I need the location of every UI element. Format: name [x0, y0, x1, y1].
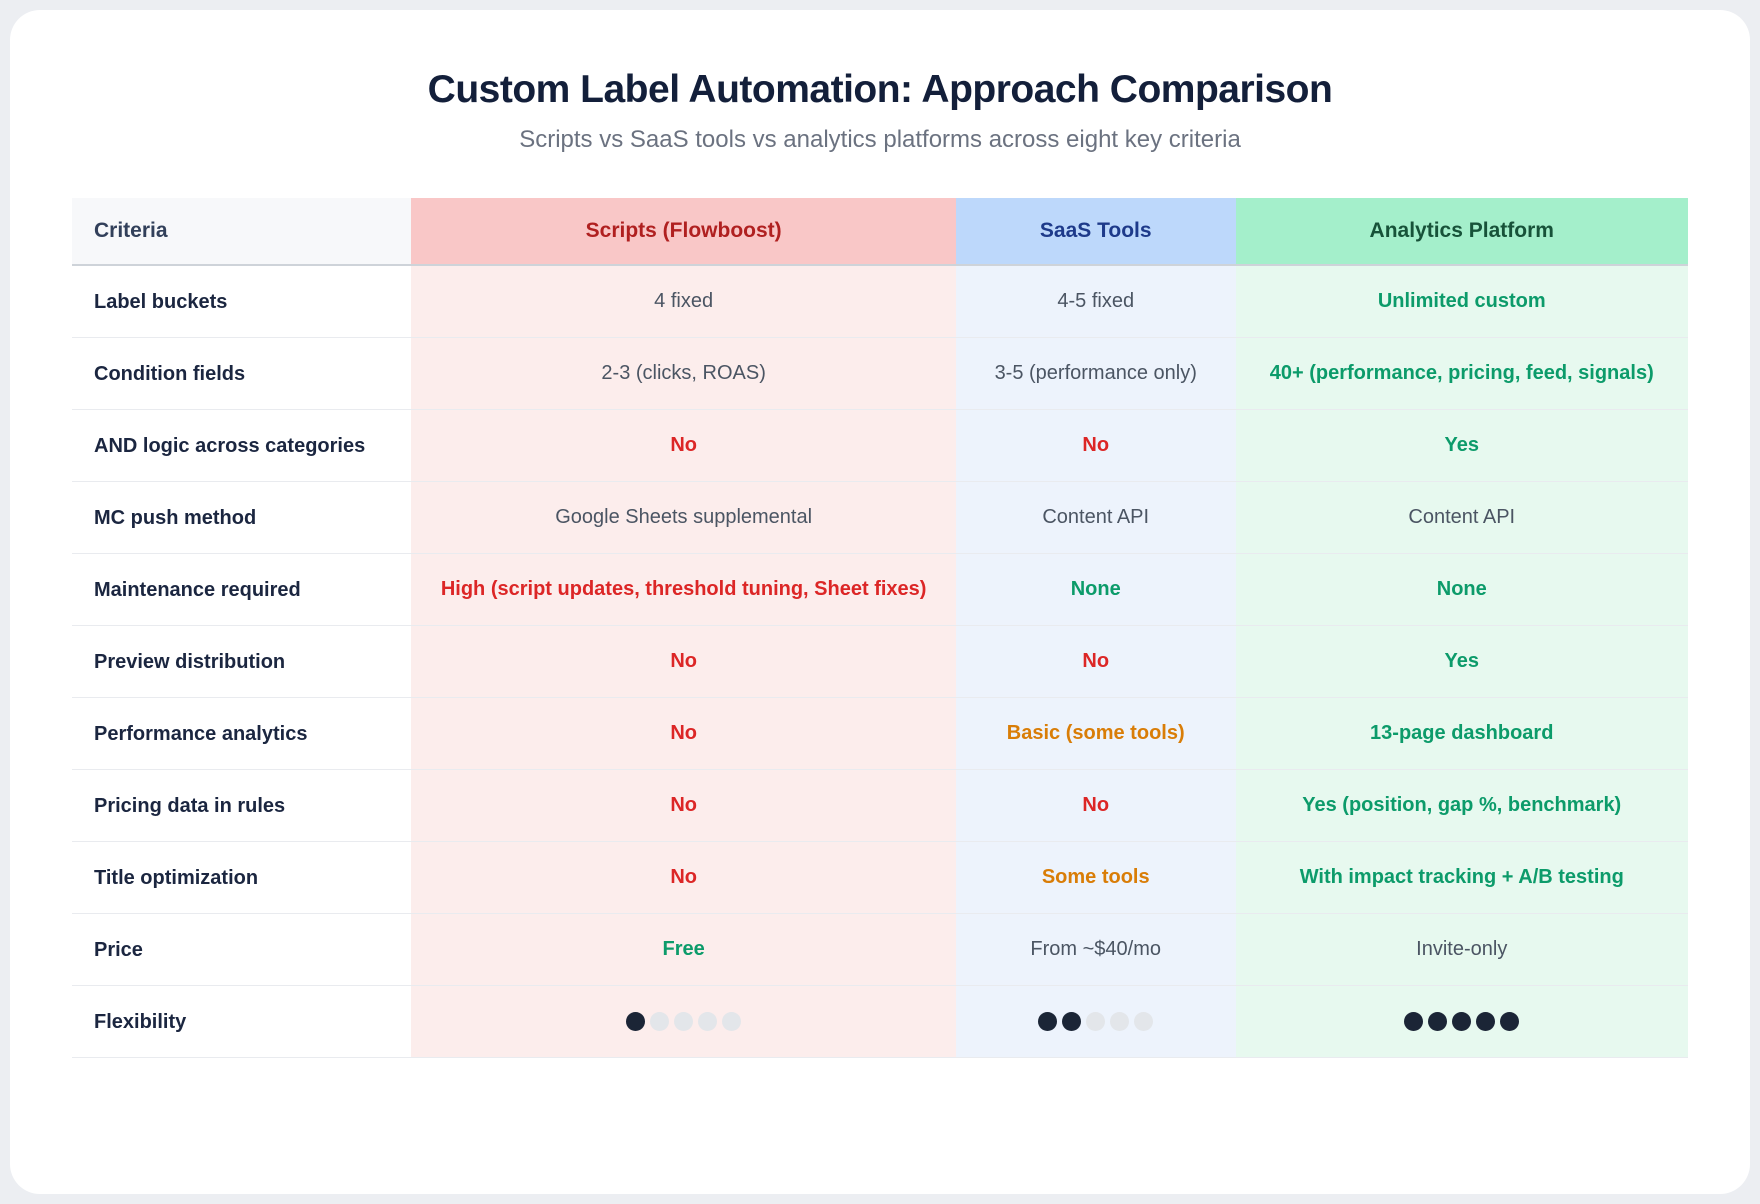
dot-filled-icon	[1476, 1012, 1496, 1032]
cell-pricing-data-in-rules-scripts: No	[411, 769, 956, 842]
cell-label-buckets-analytics: Unlimited custom	[1235, 265, 1688, 338]
page-title: Custom Label Automation: Approach Compar…	[427, 68, 1333, 111]
cell-pricing-data-in-rules-saas: No	[955, 769, 1236, 842]
column-header-analytics: Analytics Platform	[1235, 198, 1688, 266]
cell-mc-push-method-analytics: Content API	[1235, 481, 1688, 554]
dot-empty-icon	[650, 1012, 670, 1032]
cell-and-logic-across-categories-scripts: No	[411, 409, 956, 482]
cell-preview-distribution-analytics: Yes	[1235, 625, 1688, 698]
cell-maintenance-required-saas: None	[955, 553, 1236, 626]
cell-preview-distribution-scripts: No	[411, 625, 956, 698]
cell-title-optimization-analytics: With impact tracking + A/B testing	[1235, 841, 1688, 914]
table-header: Criteria Scripts (Flowboost) SaaS Tools …	[72, 198, 1688, 266]
dot-filled-icon	[1452, 1012, 1472, 1032]
dot-filled-icon	[1038, 1012, 1058, 1032]
cell-preview-distribution-saas: No	[955, 625, 1236, 698]
cell-price-analytics: Invite-only	[1235, 913, 1688, 986]
cell-title-optimization-scripts: No	[411, 841, 956, 914]
criteria-label-price: Price	[72, 913, 412, 986]
cell-maintenance-required-scripts: High (script updates, threshold tuning, …	[411, 553, 956, 626]
dot-empty-icon	[698, 1012, 718, 1032]
cell-price-scripts: Free	[411, 913, 956, 986]
criteria-label-pricing-data-in-rules: Pricing data in rules	[72, 769, 412, 842]
dot-empty-icon	[674, 1012, 694, 1032]
criteria-label-mc-push-method: MC push method	[72, 481, 412, 554]
cell-mc-push-method-scripts: Google Sheets supplemental	[411, 481, 956, 554]
dot-empty-icon	[1134, 1012, 1154, 1032]
criteria-label-preview-distribution: Preview distribution	[72, 625, 412, 698]
column-header-criteria: Criteria	[72, 198, 412, 266]
rating-dots-analytics	[1404, 1012, 1520, 1032]
column-header-scripts: Scripts (Flowboost)	[411, 198, 956, 266]
dot-filled-icon	[1404, 1012, 1424, 1032]
cell-condition-fields-scripts: 2-3 (clicks, ROAS)	[411, 337, 956, 410]
cell-maintenance-required-analytics: None	[1235, 553, 1688, 626]
criteria-label-label-buckets: Label buckets	[72, 265, 412, 338]
cell-label-buckets-saas: 4-5 fixed	[955, 265, 1236, 338]
dot-filled-icon	[1428, 1012, 1448, 1032]
comparison-table: Criteria Scripts (Flowboost) SaaS Tools …	[72, 198, 1688, 1058]
cell-and-logic-across-categories-analytics: Yes	[1235, 409, 1688, 482]
criteria-label-flexibility: Flexibility	[72, 985, 412, 1058]
page-subtitle: Scripts vs SaaS tools vs analytics platf…	[519, 126, 1241, 153]
dot-empty-icon	[1086, 1012, 1106, 1032]
cell-mc-push-method-saas: Content API	[955, 481, 1236, 554]
cell-condition-fields-saas: 3-5 (performance only)	[955, 337, 1236, 410]
criteria-label-maintenance-required: Maintenance required	[72, 553, 412, 626]
cell-label-buckets-scripts: 4 fixed	[411, 265, 956, 338]
criteria-label-performance-analytics: Performance analytics	[72, 697, 412, 770]
cell-flexibility-saas	[955, 985, 1236, 1058]
column-header-saas: SaaS Tools	[955, 198, 1236, 266]
cell-flexibility-analytics	[1235, 985, 1688, 1058]
rating-dots-scripts	[626, 1012, 742, 1032]
header-row: Criteria Scripts (Flowboost) SaaS Tools …	[72, 198, 1688, 266]
dot-filled-icon	[626, 1012, 646, 1032]
dot-filled-icon	[1500, 1012, 1520, 1032]
cell-price-saas: From ~$40/mo	[955, 913, 1236, 986]
cell-performance-analytics-analytics: 13-page dashboard	[1235, 697, 1688, 770]
cell-and-logic-across-categories-saas: No	[955, 409, 1236, 482]
dot-filled-icon	[1062, 1012, 1082, 1032]
dot-empty-icon	[722, 1012, 742, 1032]
dot-empty-icon	[1110, 1012, 1130, 1032]
table-row-flexibility: Flexibility	[72, 985, 1688, 1058]
cell-performance-analytics-saas: Basic (some tools)	[955, 697, 1236, 770]
cell-title-optimization-saas: Some tools	[955, 841, 1236, 914]
comparison-card: Custom Label Automation: Approach Compar…	[10, 10, 1750, 1194]
cell-performance-analytics-scripts: No	[411, 697, 956, 770]
criteria-label-and-logic-across-categories: AND logic across categories	[72, 409, 412, 482]
cell-flexibility-scripts	[411, 985, 956, 1058]
cell-condition-fields-analytics: 40+ (performance, pricing, feed, signals…	[1235, 337, 1688, 410]
criteria-label-title-optimization: Title optimization	[72, 841, 412, 914]
cell-pricing-data-in-rules-analytics: Yes (position, gap %, benchmark)	[1235, 769, 1688, 842]
rating-dots-saas	[1038, 1012, 1154, 1032]
criteria-label-condition-fields: Condition fields	[72, 337, 412, 410]
